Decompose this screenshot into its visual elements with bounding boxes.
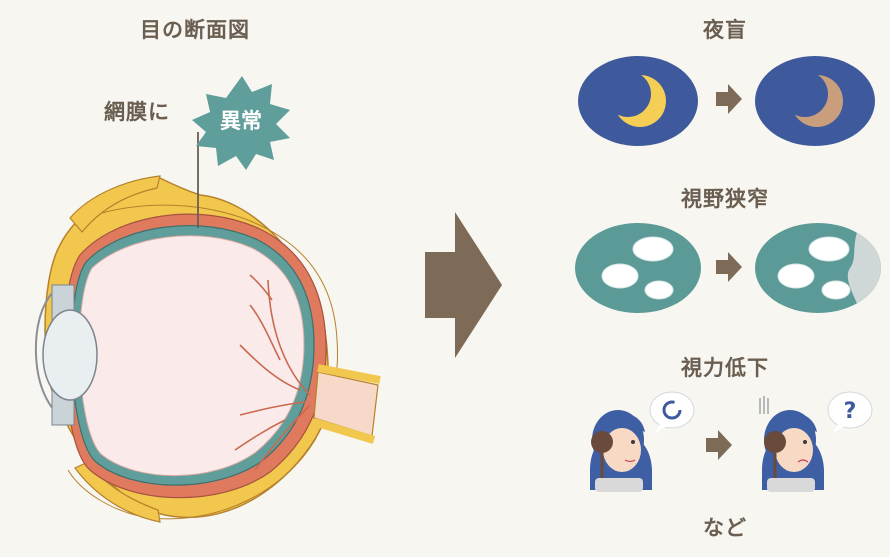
bubble-question: ? — [827, 391, 873, 434]
big-arrow — [425, 212, 502, 358]
cornea — [34, 289, 59, 416]
field-before — [575, 223, 701, 313]
visual-field-narrowing-label: 視野狭窄 — [681, 187, 769, 211]
abnormality-burst: 異常 — [192, 76, 290, 170]
burst-label: 異常 — [220, 109, 262, 133]
person-after — [759, 396, 824, 492]
vitreous-body — [78, 235, 305, 477]
retina-label: 網膜に — [104, 100, 170, 124]
question-mark: ? — [844, 399, 857, 424]
upper-muscle — [69, 175, 161, 233]
small-arrow-1 — [716, 84, 742, 114]
person-before — [590, 410, 652, 492]
optic-nerve-sheath-top — [317, 364, 381, 384]
night-blindness-illustration — [578, 56, 875, 146]
lens — [42, 309, 98, 401]
optic-nerve-sheath-bottom — [312, 418, 376, 444]
visual-field-illustration — [575, 223, 881, 313]
eye-cross-section — [34, 132, 381, 523]
vision-loss-label: 視力低下 — [681, 356, 769, 380]
etc-label: など — [703, 516, 747, 540]
small-arrow-2 — [716, 252, 742, 282]
bubble-ok — [649, 391, 695, 434]
diagram-title: 目の断面図 — [140, 18, 250, 42]
blood-vessels — [234, 274, 311, 471]
worry-lines — [759, 396, 769, 414]
night-blindness-label: 夜盲 — [703, 18, 747, 42]
small-arrow-3 — [706, 430, 732, 460]
vision-loss-illustration: ? — [590, 391, 873, 492]
